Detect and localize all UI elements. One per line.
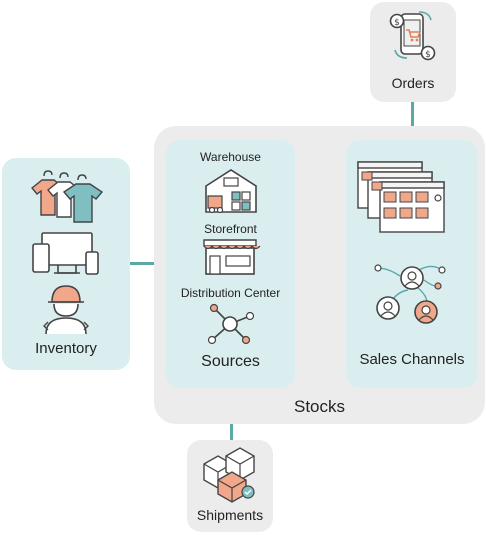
source-storefront-label: Storefront bbox=[204, 222, 257, 236]
source-distribution-center-label: Distribution Center bbox=[180, 286, 281, 300]
mobile-order-icon: $ $ bbox=[389, 11, 436, 61]
sources-label: Sources bbox=[201, 353, 260, 370]
source-warehouse-label: Warehouse bbox=[200, 150, 261, 164]
orders-label: Orders bbox=[391, 75, 435, 91]
svg-text:$: $ bbox=[425, 50, 431, 60]
orders-connector bbox=[411, 102, 414, 142]
devices-icon bbox=[32, 232, 99, 275]
stocks-label: Stocks bbox=[293, 397, 346, 416]
technician-icon bbox=[43, 285, 89, 335]
warehouse-icon bbox=[205, 169, 257, 214]
web-shop-windows-icon bbox=[357, 161, 445, 233]
storefront-icon bbox=[203, 239, 261, 275]
network-hub-icon bbox=[207, 303, 255, 345]
inventory-label: Inventory bbox=[35, 340, 97, 357]
shipments-label: Shipments bbox=[196, 507, 264, 523]
inventory-connector bbox=[130, 262, 166, 265]
social-network-icon bbox=[374, 264, 446, 324]
boxes-icon bbox=[203, 447, 255, 503]
svg-text:$: $ bbox=[394, 18, 400, 28]
clothes-rack-icon bbox=[31, 170, 104, 223]
sales-channels-label: Sales Channels bbox=[359, 351, 465, 368]
